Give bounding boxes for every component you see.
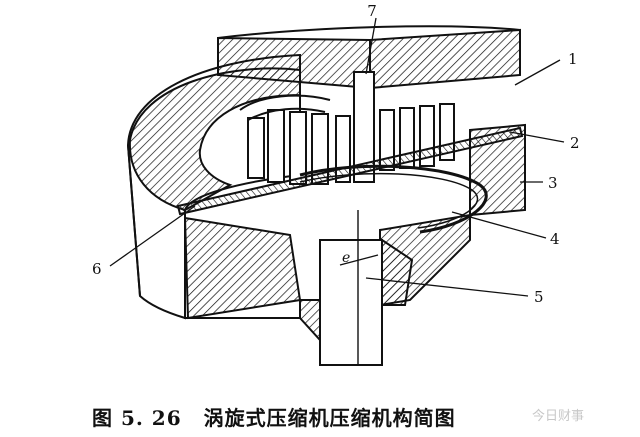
callout-3: 3 [548, 174, 558, 192]
discharge-port [353, 71, 375, 183]
figure-title: 涡旋式压缩机压缩机构简图 [203, 406, 456, 430]
shaft-eccentricity-label: e [342, 250, 350, 266]
crankshaft [299, 210, 414, 366]
callout-1: 1 [568, 50, 578, 68]
figure-caption: 图 5. 26 涡旋式压缩机压缩机构简图 [92, 402, 456, 431]
orbiting-scroll-plate [176, 126, 524, 216]
lower-frame [183, 216, 302, 320]
callout-2: 2 [570, 134, 580, 152]
leader-lines [109, 17, 565, 297]
figure-number: 图 5. 26 [92, 406, 182, 430]
callout-4: 4 [550, 230, 560, 248]
callout-7: 7 [367, 2, 377, 20]
watermark: 今日财事 [532, 409, 585, 424]
housing-wall-right [469, 123, 526, 217]
callout-5: 5 [534, 288, 544, 306]
oldham-ring [299, 164, 488, 234]
housing-ring-left [128, 67, 301, 212]
callout-6: 6 [92, 260, 102, 278]
